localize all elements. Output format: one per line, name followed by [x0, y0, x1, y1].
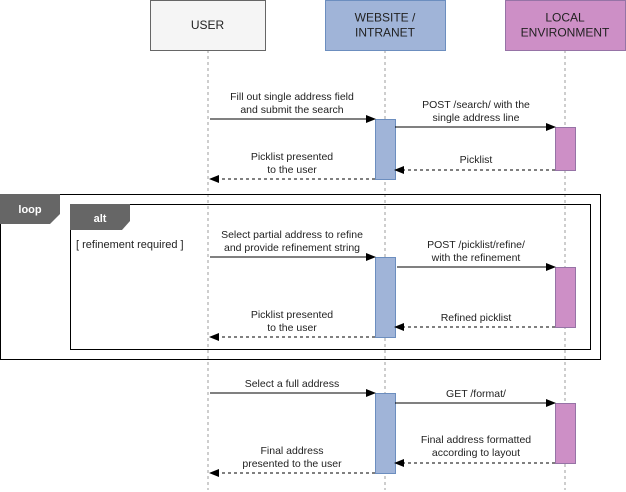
participant-label: ENVIRONMENT	[521, 26, 610, 40]
participant-label: INTRANET	[355, 26, 416, 40]
message-select-full: Select a full address	[210, 378, 376, 397]
participant-user: USER	[150, 0, 266, 51]
alt-guard: [ refinement required ]	[76, 239, 184, 251]
local-activation-bar	[555, 267, 576, 328]
message-label: Picklist presented	[251, 309, 333, 321]
loop-frame-tab	[0, 194, 60, 224]
message-label: according to layout	[432, 447, 520, 459]
message-label: GET /format/	[446, 388, 506, 400]
alt-frame-label: alt	[94, 213, 107, 225]
message-label: with the refinement	[431, 252, 521, 264]
message-get-format: GET /format/	[395, 388, 556, 407]
local-activation-bar	[555, 403, 576, 464]
message-picklist-return: Picklist	[394, 154, 555, 174]
participant-box	[325, 0, 446, 51]
message-label: and submit the search	[240, 104, 343, 116]
message-post-refine: POST /picklist/refine/with the refinemen…	[397, 239, 556, 271]
message-label: Picklist	[460, 154, 493, 166]
message-label: and provide refinement string	[224, 242, 360, 254]
message-label: Picklist presented	[251, 151, 333, 163]
website-activation-bar	[375, 393, 396, 474]
participant-box	[505, 0, 626, 51]
message-label: Refined picklist	[441, 312, 512, 324]
local-activation-bar	[555, 127, 576, 171]
message-label: single address line	[433, 112, 520, 124]
message-label: Fill out single address field	[230, 91, 354, 103]
participant-label: USER	[191, 18, 225, 32]
loop-frame-border	[0, 194, 601, 360]
message-refined-picklist: Refined picklist	[394, 312, 555, 331]
message-label: Final address	[260, 445, 323, 457]
message-label: POST /search/ with the	[422, 99, 530, 111]
participant-box	[150, 0, 266, 51]
website-activation-bar	[375, 119, 396, 180]
message-label: Final address formatted	[421, 434, 531, 446]
participant-label: LOCAL	[545, 11, 585, 25]
alt-frame: alt [ refinement required ]	[70, 204, 591, 350]
alt-frame-tab	[70, 204, 130, 230]
website-activation-bar	[375, 257, 396, 338]
alt-frame-border	[70, 204, 591, 350]
participant-label: WEBSITE /	[355, 11, 416, 25]
message-label: to the user	[267, 322, 317, 334]
participant-website: WEBSITE /INTRANET	[325, 0, 446, 51]
loop-frame: loop	[0, 194, 601, 360]
message-label: presented to the user	[242, 458, 342, 470]
message-label: Select partial address to refine	[221, 229, 363, 241]
loop-frame-label: loop	[18, 204, 41, 216]
message-label: to the user	[267, 164, 317, 176]
message-label: POST /picklist/refine/	[427, 239, 525, 251]
message-label: Select a full address	[245, 378, 340, 390]
